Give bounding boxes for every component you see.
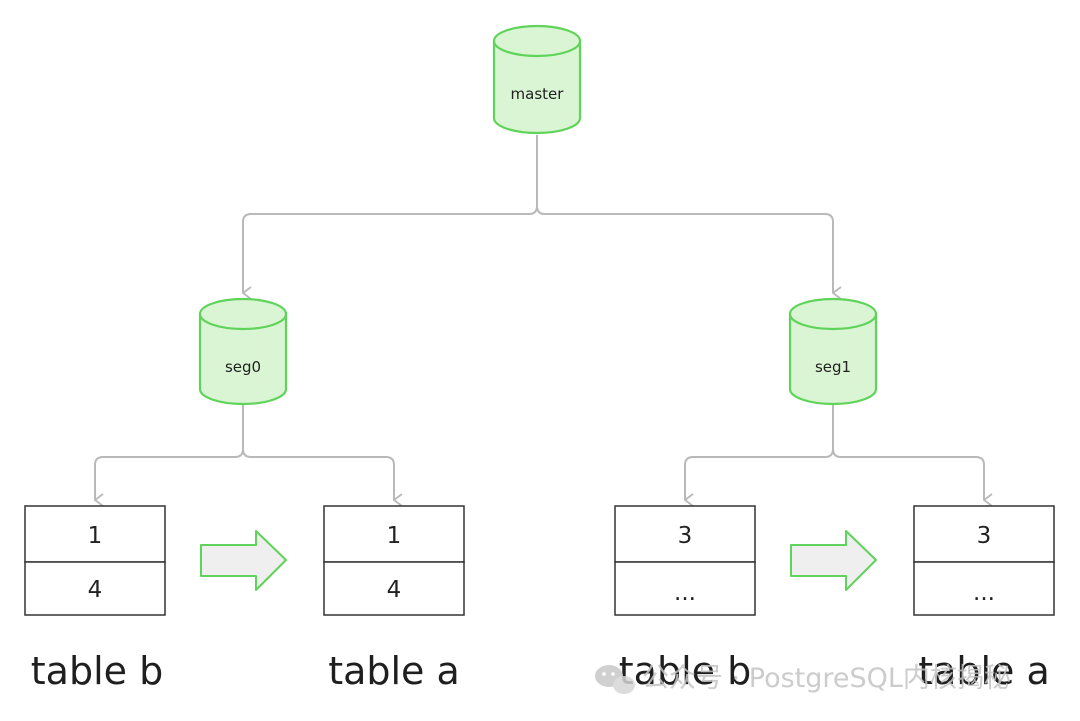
seg0-cylinder-body <box>198 314 288 406</box>
connector-master-seg1 <box>536 205 833 293</box>
seg1-node: seg1 <box>788 297 878 406</box>
connector-seg0-table-a <box>242 448 394 500</box>
master-node: master <box>492 24 582 135</box>
table-cell-box <box>24 561 166 616</box>
table-name-seg1-b: table b <box>619 649 751 693</box>
seg0-connectors <box>94 405 394 500</box>
seg1-connectors <box>684 405 984 500</box>
table-name-seg0-b: table b <box>31 649 163 693</box>
seg1-cylinder-body <box>788 314 878 406</box>
seg1-label: seg1 <box>815 358 851 376</box>
connector-master-trunk <box>242 135 538 293</box>
table-seg1-b: 3 ... <box>614 505 756 616</box>
table-cell: 4 <box>387 577 402 603</box>
table-cell-box <box>323 561 465 616</box>
table-cell: 3 <box>977 523 992 549</box>
table-name-seg1-a: table a <box>918 649 1050 693</box>
watermark-text: 公众号 · PostgreSQL内核揭秘 <box>642 663 1011 694</box>
master-cylinder-top <box>492 24 582 58</box>
connector-seg0-table-b <box>94 405 244 500</box>
table-cell: 1 <box>88 523 103 549</box>
table-cell: 4 <box>88 577 103 603</box>
master-cylinder-body <box>492 41 582 135</box>
table-seg0-b: 1 4 <box>24 505 166 616</box>
seg0-cylinder-top <box>198 297 288 331</box>
transfer-arrow-seg0 <box>200 530 287 591</box>
table-cell-box <box>913 561 1055 616</box>
table-seg1-a: 3 ... <box>913 505 1055 616</box>
table-cell: ... <box>674 580 696 606</box>
table-cell-box <box>913 505 1055 563</box>
table-cell: ... <box>973 580 995 606</box>
table-name-seg0-a: table a <box>328 649 460 693</box>
table-cell: 3 <box>678 523 693 549</box>
connector-seg1-table-a <box>832 448 984 500</box>
transfer-arrow-seg1 <box>790 530 877 591</box>
connector-seg1-table-b <box>684 405 834 500</box>
table-cell-box <box>24 505 166 563</box>
table-cell-box <box>614 561 756 616</box>
seg0-node: seg0 <box>198 297 288 406</box>
table-cell: 1 <box>387 523 402 549</box>
wechat-icon <box>595 665 635 694</box>
table-seg0-a: 1 4 <box>323 505 465 616</box>
table-cell-box <box>323 505 465 563</box>
seg0-label: seg0 <box>225 358 261 376</box>
master-label: master <box>511 85 565 103</box>
master-connectors <box>242 135 833 293</box>
seg1-cylinder-top <box>788 297 878 331</box>
table-cell-box <box>614 505 756 563</box>
watermark: 公众号 · PostgreSQL内核揭秘 <box>595 663 1011 694</box>
